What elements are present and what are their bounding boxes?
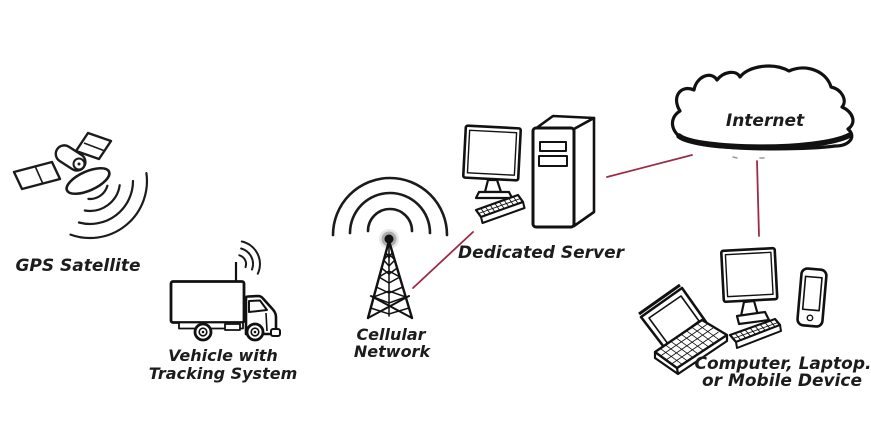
cloud-outline: [670, 64, 855, 151]
server-tower-side: [572, 116, 596, 228]
truck-step-box: [224, 323, 241, 331]
truck-front-wheel: [245, 322, 265, 342]
gps-satellite-label: GPS Satellite: [15, 256, 140, 276]
dedicated-server-label: Dedicated Server: [458, 243, 626, 263]
server-tower-front: [531, 126, 576, 229]
internet-cloud-icon: [670, 64, 855, 159]
vehicle-icon: [169, 262, 281, 342]
connection-line-server-internet: [606, 154, 693, 178]
desktop-keyboard-icon: [728, 317, 782, 349]
satellite-signal-waves-icon: [69, 172, 149, 240]
cellular-label-line2: Network: [354, 342, 432, 361]
client-devices-icon: [638, 246, 828, 376]
satellite-dish: [65, 166, 111, 196]
server-keyboard-icon: [474, 193, 526, 224]
tower-lattice: [369, 251, 410, 315]
internet-label: Internet: [726, 111, 805, 131]
tower-base-brace: [367, 295, 413, 319]
cell-tower-icon: [366, 229, 414, 320]
server-drive-slot-1: [539, 141, 567, 152]
server-drive-slot-2: [538, 155, 568, 167]
server-monitor-neck: [483, 178, 503, 194]
truck-cab-window: [248, 299, 268, 313]
devices-label-line2: or Mobile Device: [702, 371, 862, 391]
server-monitor-icon: [461, 124, 523, 182]
laptop-lid-edge: [638, 283, 681, 316]
smartphone-screen: [801, 275, 823, 312]
cloud-bottom-specks: [732, 156, 765, 159]
connection-line-internet-devices: [756, 160, 760, 237]
satellite-right-panel-fold: [83, 142, 106, 152]
connection-lines: [412, 154, 760, 289]
desktop-monitor-icon: [720, 246, 779, 304]
vehicle-label-line1: Vehicle with: [168, 346, 278, 365]
smartphone-icon: [796, 267, 828, 328]
truck-door-line: [265, 312, 268, 332]
truck-bumper: [270, 328, 281, 337]
server-tower-icon: [531, 114, 596, 229]
cellular-label-line1: Cellular: [356, 325, 426, 344]
truck-cargo-box: [169, 280, 246, 324]
laptop-base-edge: [653, 335, 729, 376]
cloud-bottom-stroke: [676, 132, 853, 150]
vehicle-label-line2: Tracking System: [149, 364, 298, 383]
laptop-icon: [638, 283, 729, 376]
devices-label-line1: Computer, Laptop.: [695, 354, 871, 374]
dedicated-server-icon: [461, 114, 596, 229]
satellite-left-panel: [12, 160, 62, 191]
satellite-left-panel-fold: [34, 165, 44, 185]
truck-rear-wheel: [193, 322, 213, 342]
connection-line-tower-server: [412, 231, 474, 289]
satellite-body-dot: [77, 162, 81, 166]
smartphone-home-button: [806, 314, 814, 322]
tower-legs: [366, 239, 414, 320]
antenna-signal-waves-icon: [238, 240, 261, 275]
server-monitor-base: [474, 190, 514, 200]
tower-radio-waves-icon: [331, 176, 449, 237]
laptop-keys: [659, 323, 720, 365]
gps-satellite-icon: [12, 131, 113, 196]
